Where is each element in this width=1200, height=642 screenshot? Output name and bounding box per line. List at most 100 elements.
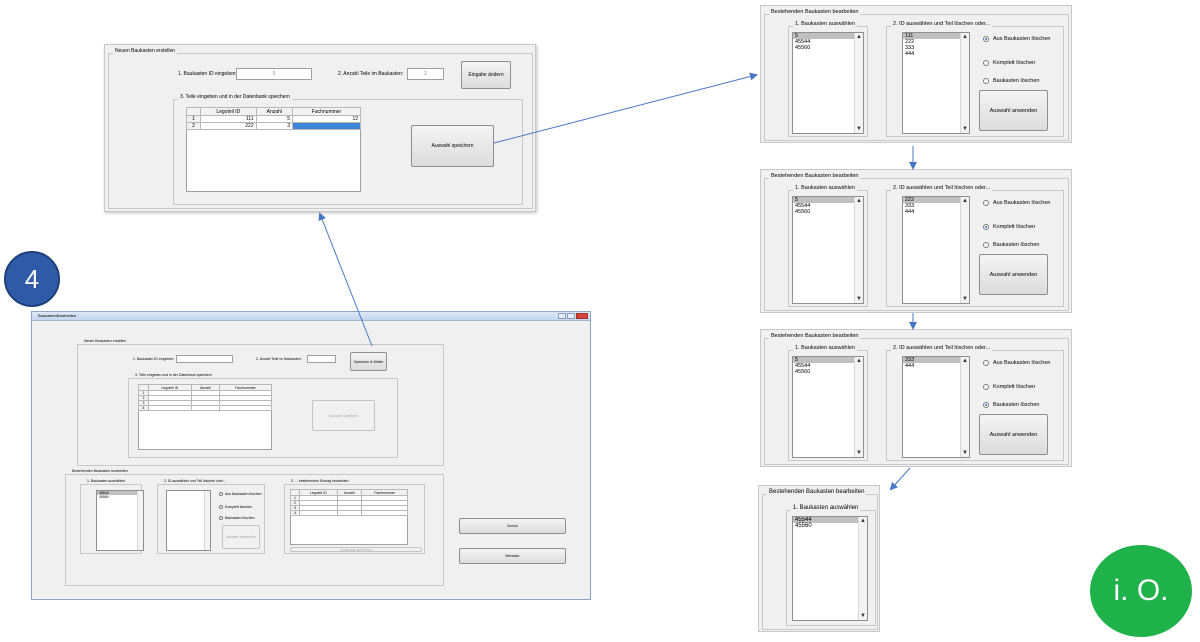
list-item[interactable]: 45544 (795, 39, 811, 45)
maximize-button[interactable] (567, 313, 575, 319)
list-item[interactable]: 45560 (795, 369, 811, 375)
list-item[interactable]: 45544 (97, 491, 143, 495)
scrollbar[interactable] (137, 491, 143, 550)
list-item[interactable]: 45544 (795, 203, 811, 209)
parts-table[interactable]: Legoteil ID Anzahl Fachnummer 1 111 5 12… (186, 107, 362, 130)
main-save-selection-button[interactable]: Auswahl speichern (312, 400, 375, 431)
table-cell[interactable] (299, 510, 338, 516)
table-cell-active[interactable] (291, 122, 362, 130)
scrollbar[interactable]: ▲▼ (960, 197, 969, 303)
scroll-down-icon[interactable]: ▼ (856, 126, 862, 132)
list-item[interactable]: 333 (905, 45, 915, 51)
list-item[interactable]: 444 (905, 51, 915, 57)
main-count-field[interactable] (307, 355, 336, 363)
scroll-up-icon[interactable]: ▲ (962, 198, 968, 204)
scrollbar[interactable]: ▲▼ (854, 197, 863, 303)
main-option-remove-from-kit[interactable]: Aus Baukasten löschen (219, 492, 262, 496)
scrollbar[interactable]: ▲▼ (960, 33, 969, 133)
col-header[interactable]: Fachnummer (291, 107, 362, 116)
scrollbar[interactable]: ▲▼ (854, 33, 863, 133)
table-cell[interactable]: 111 (200, 115, 257, 123)
change-input-button[interactable]: Eingabe ändern (461, 61, 511, 89)
table-cell[interactable] (190, 405, 220, 411)
option-remove-from-kit[interactable]: Aus Baukasten löschen (983, 200, 1050, 206)
scroll-up-icon[interactable]: ▲ (856, 198, 862, 204)
table-row[interactable]: 1 111 5 12 (186, 115, 362, 123)
final-kit-list[interactable]: 45544 45560 ▲▼ (792, 516, 868, 621)
table-cell[interactable]: 222 (200, 122, 257, 130)
main-id-field[interactable] (176, 355, 233, 363)
close-button[interactable] (576, 313, 588, 319)
col-header[interactable]: Anzahl (255, 107, 293, 116)
table-row[interactable]: 4 (138, 405, 273, 411)
option-delete-completely[interactable]: Komplett löschen (983, 60, 1035, 66)
scrollbar[interactable] (204, 491, 210, 550)
scroll-up-icon[interactable]: ▲ (860, 518, 866, 524)
option-delete-completely[interactable]: Komplett löschen (983, 384, 1035, 390)
option-delete-kit[interactable]: Baukasten löschen (983, 242, 1039, 248)
scroll-down-icon[interactable]: ▼ (962, 126, 968, 132)
kit-id-field[interactable]: 5 (236, 68, 312, 80)
scrollbar[interactable]: ▲▼ (858, 517, 867, 620)
option-remove-from-kit[interactable]: Aus Baukasten löschen (983, 360, 1050, 366)
list-item[interactable]: 444 (905, 209, 915, 215)
table-row[interactable]: 2 222 3 (186, 122, 362, 130)
main-option-delete-kit[interactable]: Baukasten löschen (219, 516, 255, 520)
table-cell[interactable]: 5 (255, 115, 293, 123)
list-item[interactable]: 333 (903, 357, 969, 363)
main-entry-save-button[interactable]: Änderung speichern (290, 547, 422, 552)
scroll-down-icon[interactable]: ▼ (856, 296, 862, 302)
col-header[interactable]: Legoteil ID (200, 107, 257, 116)
option-delete-kit[interactable]: Baukasten löschen (983, 78, 1039, 84)
apply-selection-button[interactable]: Auswahl anwenden (979, 90, 1048, 131)
list-item[interactable]: 333 (905, 203, 915, 209)
scroll-down-icon[interactable]: ▼ (860, 613, 866, 619)
scroll-down-icon[interactable]: ▼ (962, 450, 968, 456)
main-parts-table[interactable]: Legoteil ID Anzahl Fachnummer 1 2 3 4 (138, 384, 273, 411)
list-item[interactable]: 45544 (793, 517, 867, 523)
option-delete-completely[interactable]: Komplett löschen (983, 224, 1035, 230)
save-selection-button[interactable]: Auswahl speichern (411, 125, 494, 167)
save-next-button[interactable]: Speichern & Weiter (350, 352, 387, 371)
scroll-down-icon[interactable]: ▼ (856, 450, 862, 456)
scrollbar[interactable]: ▲▼ (960, 357, 969, 457)
list-item[interactable]: 45544 (795, 363, 811, 369)
list-item[interactable]: 45560 (99, 495, 109, 499)
list-item[interactable]: 5 (793, 357, 863, 363)
list-item[interactable]: 5 (793, 197, 863, 203)
window-titlebar[interactable]: BaukastenBearbeiten (32, 312, 590, 321)
main-entry-table[interactable]: Legoteil ID Anzahl Fachnummer 1 2 3 4 (290, 489, 408, 516)
list-item[interactable]: 111 (903, 33, 969, 39)
scroll-up-icon[interactable]: ▲ (856, 358, 862, 364)
part-count-field[interactable]: 2 (407, 68, 444, 80)
list-item[interactable]: 45560 (795, 209, 811, 215)
list-item[interactable]: 444 (905, 363, 915, 369)
table-row[interactable]: 4 (290, 510, 408, 516)
table-cell[interactable] (361, 510, 408, 516)
exit-button[interactable]: Beenden (459, 548, 566, 564)
table-cell[interactable] (336, 510, 363, 516)
list-item[interactable]: 222 (905, 39, 915, 45)
minimize-button[interactable] (558, 313, 566, 319)
main-option-delete-completely[interactable]: Komplett löschen (219, 505, 252, 509)
apply-selection-button[interactable]: Auswahl anwenden (979, 254, 1048, 295)
table-cell[interactable]: 3 (255, 122, 293, 130)
scroll-up-icon[interactable]: ▲ (856, 34, 862, 40)
back-button[interactable]: Zurück (459, 518, 566, 534)
scrollbar[interactable]: ▲▼ (854, 357, 863, 457)
table-cell[interactable]: 12 (291, 115, 362, 123)
scroll-up-icon[interactable]: ▲ (962, 358, 968, 364)
scroll-up-icon[interactable]: ▲ (962, 34, 968, 40)
list-item[interactable]: 5 (793, 33, 863, 39)
main-part-list[interactable] (166, 490, 211, 551)
option-remove-from-kit[interactable]: Aus Baukasten löschen (983, 36, 1050, 42)
list-item[interactable]: 45560 (795, 523, 812, 529)
scroll-down-icon[interactable]: ▼ (962, 296, 968, 302)
main-apply-button[interactable]: Auswahl anwenden (222, 525, 260, 549)
